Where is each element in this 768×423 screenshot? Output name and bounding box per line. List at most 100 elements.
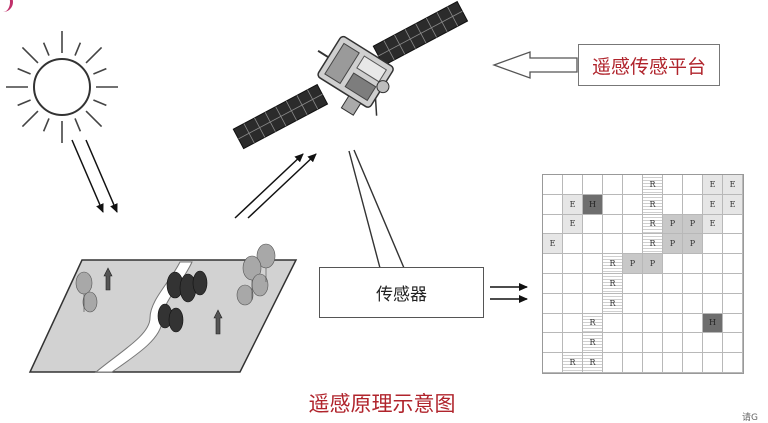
grid-cell: P	[663, 234, 683, 255]
grid-cell	[563, 234, 583, 255]
grid-cell	[703, 234, 723, 255]
grid-cell: P	[683, 234, 703, 255]
grid-cell: R	[603, 293, 623, 314]
grid-cell	[623, 333, 643, 354]
grid-cell	[583, 273, 603, 294]
grid-cell	[623, 214, 643, 235]
grid-cell	[723, 214, 743, 235]
grid-cell	[643, 353, 663, 373]
grid-cell	[723, 273, 743, 294]
grid-cell: R	[583, 353, 603, 373]
grid-cell	[543, 293, 563, 314]
grid-cell	[603, 313, 623, 334]
grid-cell	[723, 293, 743, 314]
grid-cell	[563, 313, 583, 334]
grid-cell	[723, 333, 743, 354]
grid-cell	[643, 313, 663, 334]
grid-cell	[623, 273, 643, 294]
grid-cell: R	[643, 175, 663, 195]
grid-cell	[683, 333, 703, 354]
grid-cell	[583, 293, 603, 314]
grid-cell	[543, 175, 563, 195]
platform-label-box: 遥感传感平台	[578, 44, 720, 86]
grid-cell: R	[643, 194, 663, 215]
grid-cell	[663, 353, 683, 373]
sensor-label-box: 传感器	[319, 267, 484, 318]
grid-cell: R	[583, 313, 603, 334]
reflected-radiation-arrows	[234, 153, 317, 219]
grid-cell	[563, 254, 583, 274]
grid-cell	[583, 175, 603, 195]
grid-cell	[563, 333, 583, 354]
ground-scene	[28, 243, 298, 373]
grid-cell	[543, 254, 563, 274]
grid-cell	[543, 273, 563, 294]
grid-cell	[683, 353, 703, 373]
grid-cell: P	[683, 214, 703, 235]
sun-ray	[85, 110, 103, 128]
grid-cell	[663, 273, 683, 294]
diagram-caption: 遥感原理示意图	[308, 392, 456, 416]
grid-cell	[563, 175, 583, 195]
platform-pointer-arrow	[492, 51, 578, 79]
platform-label: 遥感传感平台	[591, 55, 706, 78]
grid-cell	[543, 214, 563, 235]
sun-ray	[17, 99, 31, 107]
grid-cell	[623, 194, 643, 215]
grid-cell	[603, 214, 623, 235]
grid-cell	[583, 214, 603, 235]
grid-cell	[623, 353, 643, 373]
grid-cell: E	[563, 214, 583, 235]
grid-cell: E	[723, 194, 743, 215]
sun-icon	[6, 31, 118, 143]
grid-cell	[683, 175, 703, 195]
grid-cell	[663, 254, 683, 274]
grid-cell: R	[643, 214, 663, 235]
grid-cell: R	[643, 234, 663, 255]
grid-cell: E	[703, 194, 723, 215]
grid-cell	[603, 194, 623, 215]
corner-fragment: 请G	[742, 413, 758, 423]
grid-cell	[723, 353, 743, 373]
grid-cell: R	[583, 333, 603, 354]
grid-cell: R	[603, 254, 623, 274]
grid-cell	[663, 293, 683, 314]
grid-cell	[663, 333, 683, 354]
sun-ray	[93, 99, 107, 107]
grid-cell	[703, 254, 723, 274]
grid-cell	[703, 333, 723, 354]
grid-cell	[543, 194, 563, 215]
grid-cell	[603, 234, 623, 255]
grid-cell: E	[703, 214, 723, 235]
grid-cell	[583, 254, 603, 274]
sensor-pointer-lines	[348, 149, 405, 269]
grid-cell: P	[643, 254, 663, 274]
satellite-icon	[232, 0, 469, 150]
grid-cell	[683, 273, 703, 294]
grid-cell	[543, 353, 563, 373]
grid-cell	[663, 194, 683, 215]
grid-cell: E	[563, 194, 583, 215]
sun-ray	[42, 42, 50, 56]
grid-cell: R	[603, 273, 623, 294]
grid-cell	[623, 313, 643, 334]
grid-cell: R	[563, 353, 583, 373]
grid-cell	[603, 333, 623, 354]
grid-cell	[703, 293, 723, 314]
sensor-label: 传感器	[376, 285, 427, 305]
sun-ray	[17, 67, 31, 75]
grid-cell: E	[723, 175, 743, 195]
sun-ray	[85, 46, 103, 64]
grid-cell	[703, 353, 723, 373]
grid-cell	[543, 333, 563, 354]
grid-cell: P	[623, 254, 643, 274]
grid-cell	[683, 313, 703, 334]
grid-cell	[683, 293, 703, 314]
sun-ray	[93, 67, 107, 75]
grid-cell: H	[703, 313, 723, 334]
grid-cell	[723, 254, 743, 274]
grid-cell	[623, 175, 643, 195]
grid-cell	[623, 234, 643, 255]
